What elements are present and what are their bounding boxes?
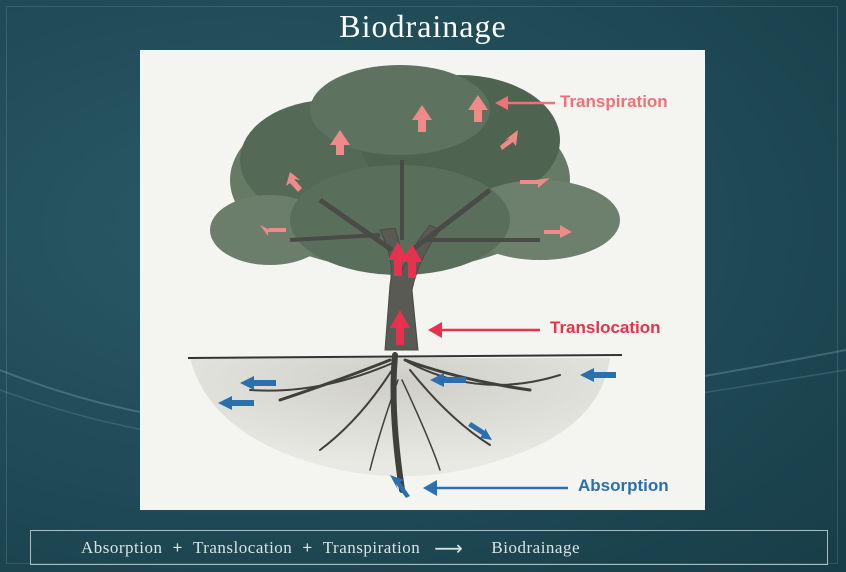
tree-illustration <box>140 50 705 510</box>
transpiration-label: Transpiration <box>560 92 668 112</box>
tree-canopy <box>210 65 620 275</box>
formula-plus: + <box>173 538 183 558</box>
absorption-label: Absorption <box>578 476 669 496</box>
slide-title: Biodrainage <box>0 6 846 46</box>
ground-line <box>188 355 622 358</box>
diagram-panel: Transpiration Translocation Absorption <box>140 50 705 510</box>
formula-result-biodrainage: Biodrainage <box>491 538 580 558</box>
translocation-label: Translocation <box>550 318 661 338</box>
formula-term-absorption: Absorption <box>81 538 163 558</box>
absorption-pointer-head <box>423 480 437 496</box>
biodrainage-formula: Absorption + Translocation + Transpirati… <box>30 530 828 565</box>
formula-term-transpiration: Transpiration <box>323 538 421 558</box>
right-arrow-icon: ⟶ <box>434 536 463 560</box>
formula-plus: + <box>302 538 312 558</box>
formula-term-translocation: Translocation <box>193 538 292 558</box>
translocation-pointer-head <box>428 322 442 338</box>
